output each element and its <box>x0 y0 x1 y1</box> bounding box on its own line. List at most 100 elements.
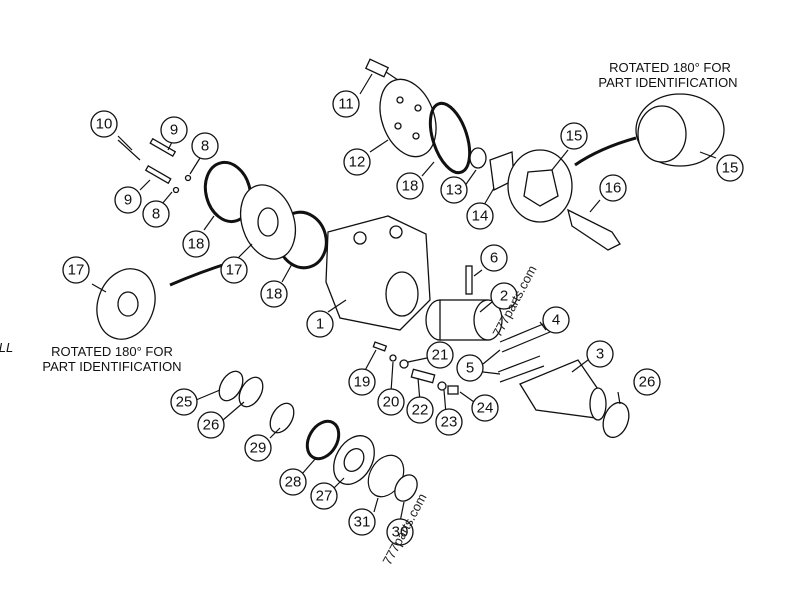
callout-label: 18 <box>188 236 205 253</box>
callout-6: 6 <box>480 244 508 272</box>
caption-top-right-line-1: ROTATED 180° FOR <box>609 60 731 75</box>
callout-label: 16 <box>605 180 622 197</box>
callout-21: 21 <box>426 341 454 369</box>
callout-5: 5 <box>456 354 484 382</box>
callout-18-mid: 18 <box>260 280 288 308</box>
bearing-parts-25-26-left <box>218 370 264 408</box>
springs-parts-4-5 <box>497 321 551 383</box>
callout-label: 26 <box>639 374 656 391</box>
callout-8-upper: 8 <box>191 132 219 160</box>
callout-16: 16 <box>599 174 627 202</box>
callout-label: 12 <box>349 154 366 171</box>
callout-label: 18 <box>266 286 283 303</box>
ring-part-29 <box>269 402 295 434</box>
callout-20: 20 <box>377 388 405 416</box>
ring-part-30 <box>394 474 418 502</box>
callout-30: 30 <box>386 518 414 546</box>
callout-label: 29 <box>250 440 267 457</box>
callout-label: 28 <box>285 474 302 491</box>
callout-23: 23 <box>435 408 463 436</box>
callout-label: 22 <box>412 402 429 419</box>
caption-left-line-2: PART IDENTIFICATION <box>42 359 181 374</box>
callout-28: 28 <box>279 468 307 496</box>
callout-29: 29 <box>244 434 272 462</box>
callout-9-upper: 9 <box>160 116 188 144</box>
o-ring-part-18-top <box>428 101 472 175</box>
callout-9-lower: 9 <box>114 186 142 214</box>
valve-plate-part-17 <box>239 184 297 260</box>
callout-4: 4 <box>542 306 570 334</box>
callout-8-lower: 8 <box>142 200 170 228</box>
caption-left-line-1: ROTATED 180° FOR <box>51 344 173 359</box>
gerotor-rotated-view-part-15 <box>574 93 725 167</box>
callout-label: 8 <box>201 138 209 155</box>
callout-label: 15 <box>566 128 583 145</box>
callout-label: 8 <box>152 206 160 223</box>
callout-label: 14 <box>472 208 489 225</box>
callout-label: 21 <box>432 347 449 364</box>
callout-12: 12 <box>343 148 371 176</box>
bolt-part-11 <box>364 58 399 81</box>
callout-label: 24 <box>477 400 494 417</box>
callout-26-right: 26 <box>633 368 661 396</box>
pin-part-6 <box>465 265 473 295</box>
leader-lines <box>91 73 717 523</box>
callout-label: 30 <box>392 524 409 541</box>
callout-label: 23 <box>441 414 458 431</box>
callout-27: 27 <box>310 482 338 510</box>
spool-part-2 <box>425 299 503 341</box>
callout-label: 5 <box>466 360 474 377</box>
callout-26-left: 26 <box>197 411 225 439</box>
callout-label: 3 <box>596 346 604 363</box>
callout-24: 24 <box>471 394 499 422</box>
callout-label: 31 <box>354 514 371 531</box>
check-valve-parts-19-24 <box>372 341 459 395</box>
callout-3: 3 <box>586 340 614 368</box>
callout-label: 26 <box>203 417 220 434</box>
callout-31: 31 <box>348 508 376 536</box>
callout-1: 1 <box>306 310 334 338</box>
callout-11: 11 <box>332 90 360 118</box>
callout-label: 17 <box>68 262 85 279</box>
callout-15-right: 15 <box>716 154 744 182</box>
edge-text-fragment: LL <box>0 340 13 355</box>
callout-label: 10 <box>96 116 113 133</box>
callout-17-left: 17 <box>62 256 90 284</box>
callout-label: 17 <box>226 262 243 279</box>
gland-part-27 <box>333 435 375 485</box>
housing-part-1 <box>325 215 431 331</box>
callout-label: 6 <box>490 250 498 267</box>
caption-top-right-line-2: PART IDENTIFICATION <box>598 75 737 90</box>
callout-label: 11 <box>338 96 354 113</box>
callout-22: 22 <box>406 396 434 424</box>
callout-label: 9 <box>170 122 178 139</box>
end-cap-part-12 <box>379 78 437 158</box>
callout-label: 4 <box>552 312 560 329</box>
callout-label: 9 <box>124 192 132 209</box>
callout-25: 25 <box>170 388 198 416</box>
drive-shaft-part-16 <box>567 208 621 251</box>
callout-19: 19 <box>348 368 376 396</box>
valve-plate-rotated-view-part-17 <box>96 260 233 340</box>
callout-10: 10 <box>90 110 118 138</box>
coupling-part-13-14 <box>469 147 515 191</box>
callout-2: 2 <box>490 282 518 310</box>
callout-14: 14 <box>466 202 494 230</box>
pins-springs-parts-8-9-10 <box>117 137 192 194</box>
callout-18-top: 18 <box>396 172 424 200</box>
callout-label: 15 <box>722 160 739 177</box>
callout-label: 2 <box>500 288 508 305</box>
callout-label: 1 <box>316 316 324 333</box>
callout-18-left: 18 <box>182 230 210 258</box>
o-ring-part-28 <box>305 419 341 461</box>
callout-13: 13 <box>440 176 468 204</box>
callout-label: 27 <box>316 488 333 505</box>
callout-17-center: 17 <box>220 256 248 284</box>
callout-label: 18 <box>402 178 419 195</box>
callout-label: 25 <box>176 394 193 411</box>
sleeve-part-3 <box>519 359 607 421</box>
callout-label: 13 <box>446 182 463 199</box>
ring-part-26-right <box>602 401 630 439</box>
